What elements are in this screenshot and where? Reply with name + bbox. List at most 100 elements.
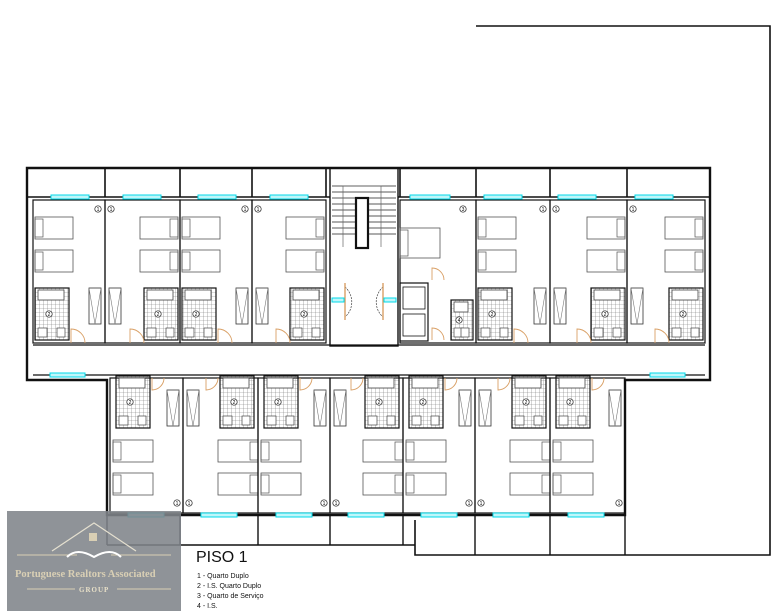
bed (586, 216, 626, 240)
pillow (315, 251, 325, 271)
toilet (499, 327, 509, 338)
window (420, 512, 458, 518)
pillow (112, 474, 122, 494)
pillow (616, 218, 626, 238)
room-number-marker (241, 205, 249, 213)
window (409, 194, 451, 200)
door-swing (350, 377, 364, 391)
room-number-marker (629, 205, 637, 213)
pillow (260, 441, 270, 461)
watermark-group: GROUP (79, 586, 110, 594)
pillow (694, 218, 704, 238)
pillow (260, 474, 270, 494)
door-swing (129, 328, 145, 344)
door-swing (299, 377, 313, 391)
bed (112, 439, 154, 463)
pillow (181, 218, 191, 238)
room-number: 2 (525, 400, 528, 406)
washbasin (37, 327, 48, 338)
pillow (34, 218, 44, 238)
room-number-marker (173, 499, 181, 507)
closet (458, 389, 472, 427)
washbasin (222, 415, 233, 426)
bed (362, 472, 404, 496)
bed (405, 472, 447, 496)
stair-well (354, 196, 370, 250)
door-swing (217, 328, 233, 344)
room-number-marker (45, 310, 53, 318)
window (557, 194, 597, 200)
washbasin (118, 415, 129, 426)
room-number-marker (552, 205, 560, 213)
plan-title: PISO 1 (196, 549, 248, 566)
room-number: 1 (618, 501, 621, 507)
room-number: 2 (682, 312, 685, 318)
pillow (169, 218, 179, 238)
toilet (460, 327, 470, 338)
room-service (399, 199, 477, 344)
bed (34, 216, 74, 240)
bathtub (367, 377, 395, 389)
pillow (249, 474, 259, 494)
room-number-marker (320, 499, 328, 507)
bed (664, 216, 704, 240)
window (200, 512, 238, 518)
house-logo-icon (17, 522, 171, 590)
closet-door-line (608, 389, 622, 427)
room-number-marker (230, 398, 238, 406)
pillow (541, 441, 551, 461)
window (269, 194, 309, 200)
pillow (249, 441, 259, 461)
bed (112, 472, 154, 496)
washbasin (480, 327, 491, 338)
room-number: 1 (110, 207, 113, 213)
stair-core (329, 167, 399, 347)
pillow (405, 441, 415, 461)
bed (509, 472, 551, 496)
lift-car (402, 286, 426, 310)
closet-door-line (458, 389, 472, 427)
closet (630, 287, 644, 325)
room-number-marker (332, 499, 340, 507)
toilet (137, 415, 147, 426)
room-number: 2 (378, 400, 381, 406)
room-number-marker (455, 316, 463, 324)
pillow (399, 229, 409, 257)
washbasin (146, 327, 157, 338)
room-number-marker (522, 398, 530, 406)
closet-door-line (88, 287, 102, 325)
room-number: 4 (458, 318, 461, 324)
pillow (394, 474, 404, 494)
window (634, 194, 674, 200)
bed (586, 249, 626, 273)
room-number: 1 (480, 501, 483, 507)
closet-door-line (630, 287, 644, 325)
closet-door-line (533, 287, 547, 325)
room-number: 1 (555, 207, 558, 213)
toilet (203, 327, 213, 338)
closet-door-line (166, 389, 180, 427)
room-number-marker (126, 398, 134, 406)
room-number: 2 (491, 312, 494, 318)
bathtub (184, 289, 212, 301)
stair-arrow (342, 185, 382, 247)
bed (285, 249, 325, 273)
room-number: 2 (303, 312, 306, 318)
room-number-marker (274, 398, 282, 406)
bed (362, 439, 404, 463)
window (383, 297, 397, 303)
pillow (405, 474, 415, 494)
room-number-marker (154, 310, 162, 318)
window (197, 194, 237, 200)
room-number-marker (459, 205, 467, 213)
bottom-balconies (106, 515, 626, 555)
door-swing (654, 328, 670, 344)
toilet (690, 327, 700, 338)
closet (533, 287, 547, 325)
window (492, 512, 530, 518)
pillow (616, 251, 626, 271)
washbasin (411, 415, 422, 426)
washbasin (593, 327, 604, 338)
bed (181, 216, 221, 240)
toilet (285, 415, 295, 426)
